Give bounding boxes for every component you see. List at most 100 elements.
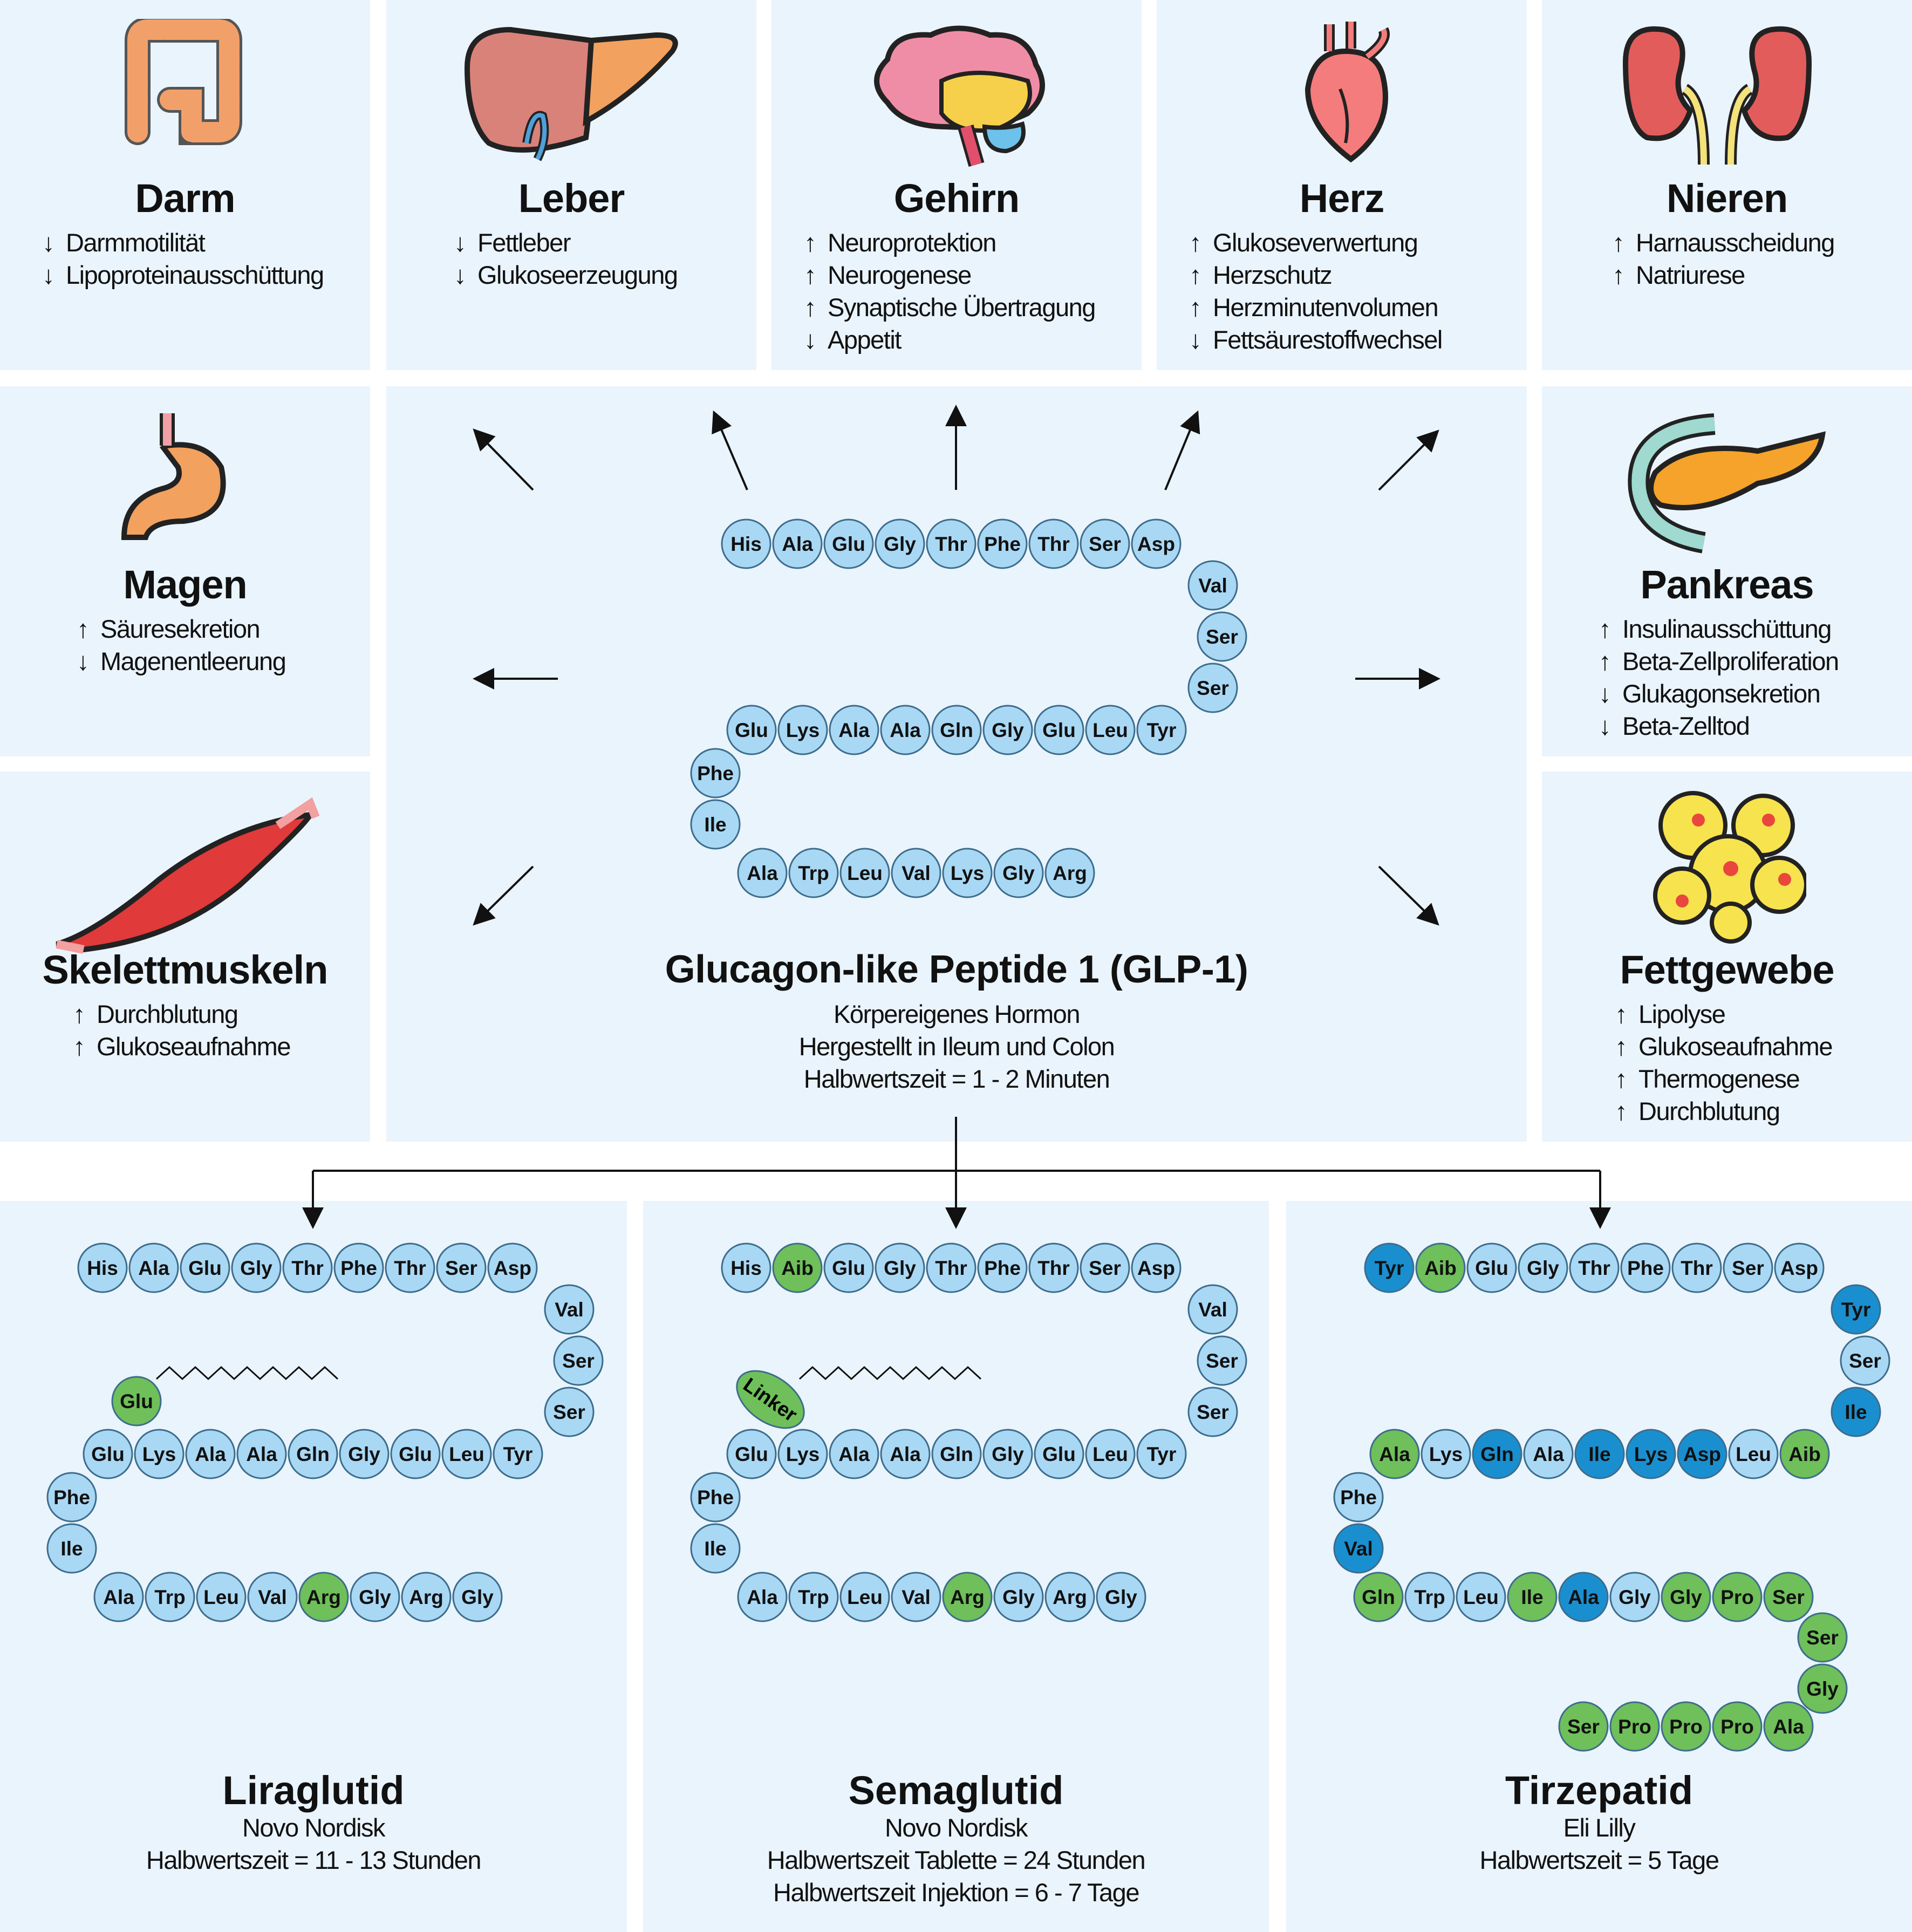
panel-semaglutid: Semaglutid Novo Nordisk Halbwertszeit Ta… (643, 1201, 1269, 1932)
amino-acid-residue: Gln (288, 1429, 338, 1479)
svg-text:Thr: Thr (935, 1257, 967, 1279)
amino-acid-residue: Gln (1353, 1572, 1404, 1622)
svg-text:Ile: Ile (1845, 1401, 1867, 1423)
amino-acid-residue: Trp (145, 1572, 195, 1622)
arrow-up-icon: ↑ (1615, 1000, 1628, 1028)
svg-text:Arg: Arg (306, 1586, 341, 1608)
amino-acid-residue: Ser (436, 1243, 487, 1293)
organ-title: Skelettmuskeln (42, 947, 329, 992)
svg-text:Val: Val (1198, 1299, 1227, 1321)
amino-acid-residue: Lys (777, 705, 828, 755)
amino-acid-residue: Thr (1028, 1243, 1079, 1293)
amino-acid-residue: Ser (553, 1335, 604, 1386)
svg-text:Ile: Ile (1521, 1586, 1543, 1608)
drug-title: Semaglutid (848, 1768, 1064, 1813)
svg-text:Lys: Lys (1634, 1443, 1668, 1465)
svg-text:Gln: Gln (940, 1443, 973, 1465)
amino-acid-residue: Aib (772, 1243, 823, 1293)
svg-text:His: His (730, 1257, 762, 1279)
amino-acid-residue: Leu (1728, 1429, 1779, 1479)
amino-acid-residue: Leu (196, 1572, 247, 1622)
amino-acid-residue: Gly (982, 705, 1033, 755)
panel-leber: Leber ↓Fettleber ↓Glukoseerzeugung (386, 0, 756, 370)
panel-fettgewebe: Fettgewebe ↑Lipolyse ↑Glukoseaufnahme ↑T… (1542, 772, 1912, 1142)
svg-text:Ile: Ile (704, 814, 726, 836)
glp1-info: Körpereigenes Hormon (834, 1000, 1080, 1028)
svg-text:Arg: Arg (1053, 1586, 1087, 1608)
svg-text:Gly: Gly (1002, 1586, 1035, 1608)
stomach-icon (121, 413, 226, 540)
amino-acid-residue: Phe (977, 1243, 1028, 1293)
arrow-up-icon: ↑ (1615, 1032, 1628, 1061)
amino-acid-residue: Phe (690, 748, 741, 798)
amino-acid-residue: Gly (875, 1243, 925, 1293)
fat-cells-icon (1653, 791, 1806, 944)
panel-magen: Magen ↑Säuresekretion ↓Magenentleerung (0, 386, 370, 756)
amino-acid-residue: Phe (333, 1243, 384, 1293)
svg-text:Asp: Asp (1137, 533, 1175, 555)
svg-text:Ser: Ser (562, 1350, 595, 1372)
svg-text:Ile: Ile (1588, 1443, 1610, 1465)
amino-acid-residue: Ser (1197, 1335, 1247, 1386)
amino-acid-residue: Leu (1085, 1429, 1136, 1479)
arrow-up-icon: ↑ (1599, 615, 1611, 643)
amino-acid-residue: Val (544, 1284, 595, 1335)
svg-text:Asp: Asp (1683, 1443, 1721, 1465)
panel-nieren: Nieren ↑Harnausscheidung ↑Natriurese (1542, 0, 1912, 370)
arrow-to-fettgewebe (1378, 865, 1439, 926)
svg-text:Thr: Thr (291, 1257, 324, 1279)
amino-acid-residue: Val (891, 848, 941, 898)
amino-acid-residue: Leu (1085, 705, 1136, 755)
amino-acid-residue: Ile (690, 799, 741, 850)
amino-acid-residue: Tyr (1831, 1284, 1881, 1335)
amino-acid-residue: Aib (1779, 1429, 1830, 1479)
organ-title: Darm (135, 176, 235, 221)
svg-text:Thr: Thr (1578, 1257, 1610, 1279)
amino-acid-residue: Val (1187, 560, 1238, 611)
svg-text:Tyr: Tyr (503, 1443, 533, 1465)
svg-text:Gly: Gly (992, 1443, 1024, 1465)
arrow-up-icon: ↑ (804, 261, 817, 289)
svg-text:Tyr: Tyr (1375, 1257, 1404, 1279)
amino-acid-residue: Arg (1044, 1572, 1095, 1622)
svg-text:Phe: Phe (1627, 1257, 1664, 1279)
amino-acid-residue: Gln (1472, 1429, 1522, 1479)
svg-text:Glu: Glu (91, 1443, 125, 1465)
svg-text:Glu: Glu (120, 1390, 153, 1412)
amino-acid-residue: Ala (1558, 1572, 1609, 1622)
amino-acid-residue: Glu (83, 1429, 133, 1479)
amino-acid-residue: Thr (926, 1243, 977, 1293)
arrow-down-icon: ↓ (77, 647, 90, 675)
svg-text:Ser: Ser (1806, 1627, 1839, 1649)
effects-list: ↓Darmmotilität ↓Lipoproteinausschüttung (42, 227, 324, 291)
amino-acid-residue: Tyr (493, 1429, 543, 1479)
effects-list: ↑Säuresekretion ↓Magenentleerung (77, 613, 286, 678)
panel-gehirn: Gehirn ↑Neuroprotektion ↑Neurogenese ↑Sy… (771, 0, 1142, 370)
amino-acid-residue: Gly (452, 1572, 503, 1622)
svg-text:Ile: Ile (60, 1538, 83, 1560)
svg-text:Leu: Leu (1736, 1443, 1771, 1465)
svg-text:Tyr: Tyr (1147, 1443, 1177, 1465)
svg-text:Gly: Gly (348, 1443, 380, 1465)
amino-acid-residue: Ala (1523, 1429, 1574, 1479)
svg-text:Lys: Lys (786, 1443, 820, 1465)
amino-acid-residue: Val (1187, 1284, 1238, 1335)
svg-text:Asp: Asp (1137, 1257, 1175, 1279)
svg-text:Ala: Ala (195, 1443, 226, 1465)
fatty-acid-chain (798, 1366, 982, 1381)
svg-text:Phe: Phe (1340, 1486, 1377, 1508)
amino-acid-residue: Leu (441, 1429, 492, 1479)
svg-text:Glu: Glu (399, 1443, 432, 1465)
svg-text:Lys: Lys (951, 862, 984, 884)
arrow-up-icon: ↑ (1612, 228, 1625, 257)
amino-acid-residue: Ser (1197, 611, 1247, 662)
amino-acid-residue: Gly (350, 1572, 400, 1622)
svg-text:Thr: Thr (1037, 1257, 1070, 1279)
arrow-up-icon: ↑ (804, 228, 817, 257)
svg-text:Val: Val (902, 1586, 931, 1608)
svg-text:Pro: Pro (1720, 1716, 1754, 1738)
svg-text:Gly: Gly (884, 1257, 916, 1279)
amino-acid-residue: Gly (875, 518, 925, 569)
svg-text:His: His (87, 1257, 118, 1279)
svg-text:Ser: Ser (1206, 626, 1238, 648)
